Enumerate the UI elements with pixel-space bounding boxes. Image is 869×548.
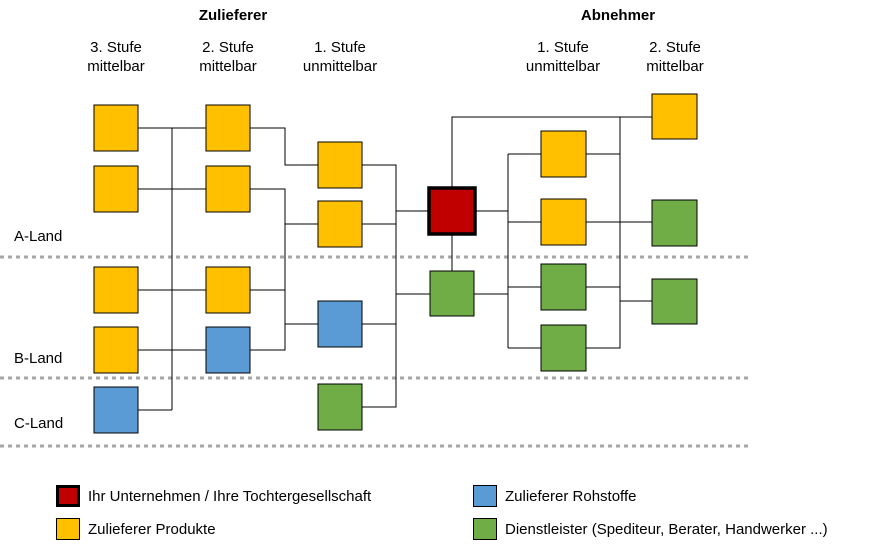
- box-service: [429, 270, 475, 317]
- connector-lines: [138, 116, 652, 411]
- box-service: [651, 278, 698, 325]
- legend-label-products: Zulieferer Produkte: [88, 520, 216, 538]
- box-products: [93, 104, 139, 152]
- stage-s2-line1: 2. Stufe: [202, 39, 254, 56]
- stage-label-c1: 1. Stufe unmittelbar: [526, 38, 600, 76]
- box-products: [205, 266, 251, 314]
- box-products: [651, 93, 698, 140]
- box-service: [540, 263, 587, 311]
- company: [427, 186, 477, 317]
- legend-item-company: Ihr Unternehmen / Ihre Tochtergesellscha…: [56, 483, 371, 509]
- box-products: [540, 198, 587, 246]
- box-raw: [317, 300, 363, 348]
- box-products: [93, 165, 139, 213]
- stage-label-s1: 1. Stufe unmittelbar: [303, 38, 377, 76]
- customer-tier1: [540, 130, 587, 372]
- legend-swatch-company: [56, 485, 80, 507]
- customers-header: Abnehmer: [580, 7, 656, 24]
- box-service: [317, 383, 363, 431]
- region-label-c: C-Land: [14, 415, 64, 432]
- suppliers-header: Zulieferer: [198, 7, 268, 24]
- stage-c2-line2: mittelbar: [646, 58, 704, 75]
- legend-item-raw: Zulieferer Rohstoffe: [473, 483, 636, 509]
- region-label-a: A-Land: [14, 228, 63, 245]
- box-products: [93, 326, 139, 374]
- box-company: [427, 186, 477, 236]
- stage-c1-line2: unmittelbar: [525, 58, 601, 75]
- legend-swatch-raw: [473, 485, 497, 507]
- box-products: [317, 200, 363, 248]
- legend-label-company: Ihr Unternehmen / Ihre Tochtergesellscha…: [88, 487, 372, 505]
- legend-item-products: Zulieferer Produkte: [56, 516, 216, 542]
- box-products: [540, 130, 587, 178]
- stage-s2-line2: mittelbar: [199, 58, 257, 75]
- legend-swatch-products: [56, 518, 80, 540]
- legend-swatch-service: [473, 518, 497, 540]
- supplier-tier3: [93, 104, 139, 434]
- legend-label-raw: Zulieferer Rohstoffe: [505, 487, 637, 505]
- stage-c1-line1: 1. Stufe: [537, 39, 589, 56]
- customer-tier2: [651, 93, 698, 325]
- box-products: [317, 141, 363, 189]
- box-products: [205, 165, 251, 213]
- box-raw: [205, 326, 251, 374]
- supplier-tier2: [205, 104, 251, 374]
- stage-c2-line1: 2. Stufe: [649, 39, 701, 56]
- box-service: [651, 199, 698, 247]
- legend-label-service: Dienstleister (Spediteur, Berater, Handw…: [505, 520, 828, 538]
- stage-s1-line1: 1. Stufe: [314, 39, 366, 56]
- supplier-tier1: [317, 141, 363, 431]
- stage-s1-line2: unmittelbar: [302, 58, 378, 75]
- region-label-b: B-Land: [14, 350, 63, 367]
- stage-label-s3: 3. Stufe mittelbar: [87, 38, 145, 76]
- region-dividers: [0, 255, 750, 448]
- box-products: [93, 266, 139, 314]
- stage-label-c2: 2. Stufe mittelbar: [646, 38, 704, 76]
- stage-label-s2: 2. Stufe mittelbar: [199, 38, 257, 76]
- box-raw: [93, 386, 139, 434]
- box-products: [205, 104, 251, 152]
- stage-s3-line1: 3. Stufe: [90, 39, 142, 56]
- legend-item-service: Dienstleister (Spediteur, Berater, Handw…: [473, 516, 828, 542]
- box-service: [540, 324, 587, 372]
- stage-s3-line2: mittelbar: [87, 58, 145, 75]
